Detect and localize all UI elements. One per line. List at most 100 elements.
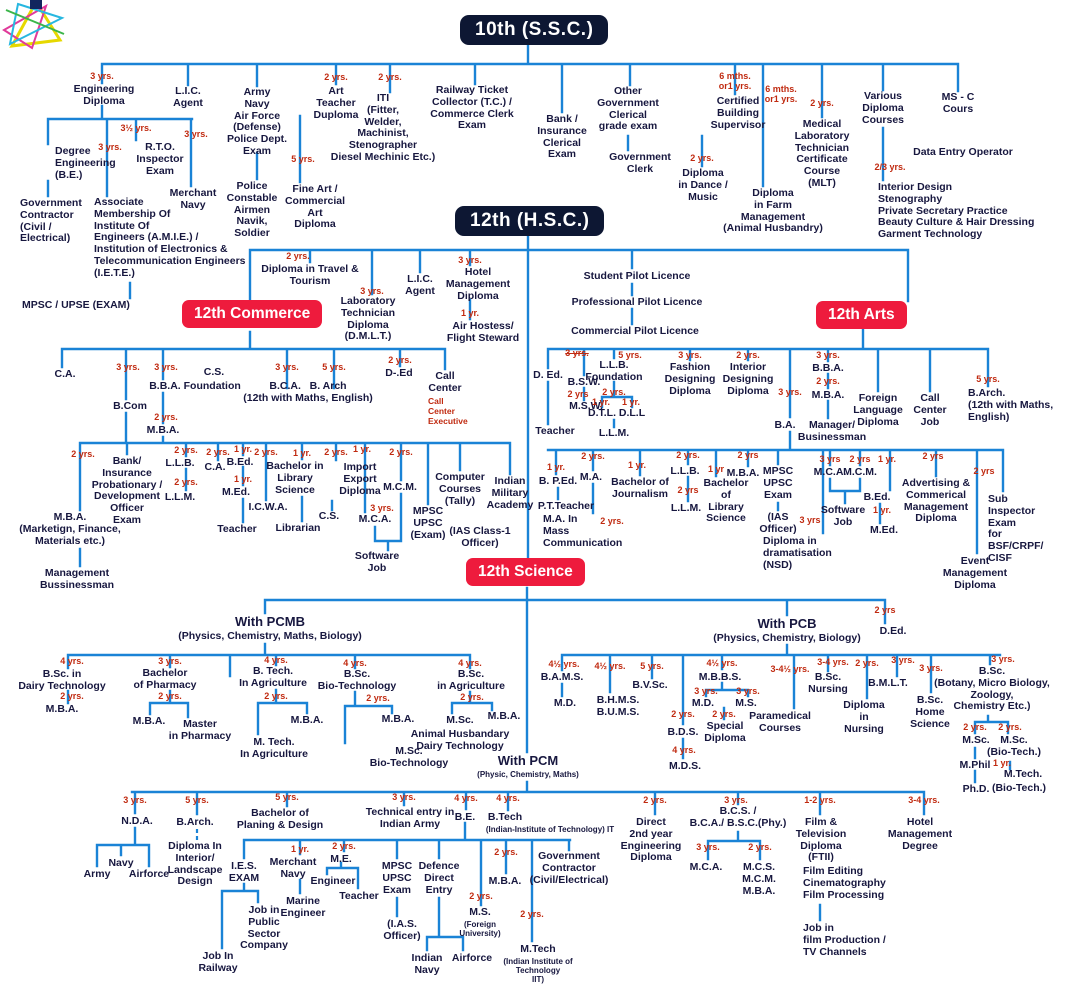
yr-lib-sci-commerce: 1 yr.: [292, 448, 312, 458]
yr-bped: 1 yr.: [546, 462, 566, 472]
llb-foundation: L.L.B. Foundation: [585, 359, 643, 383]
software-job-arts: Software Job: [820, 504, 866, 528]
government-contractor-2: Government Contractor (Civil/Electrical): [529, 850, 609, 886]
yr-building-supervisor: 6 mths. or1 yrs.: [718, 71, 752, 91]
yr-bsw: 3 yrs.: [565, 348, 589, 358]
yr-agriculture-2: 2 yrs.: [460, 692, 484, 702]
yr-nursing: 3-4 yrs.: [817, 657, 849, 667]
yr-bmlt: 3 yrs.: [891, 655, 915, 665]
bds: B.D.S.: [667, 726, 699, 738]
yr-llb-foundation: 5 yrs.: [618, 350, 642, 360]
indian-navy: Indian Navy: [411, 952, 443, 976]
yr-pharmacy-2: 2 yrs.: [158, 691, 182, 701]
bachelor-of-pharmacy: Bachelor of Pharmacy: [133, 667, 197, 691]
yr-mcm-commerce: 2 yrs.: [389, 447, 413, 457]
technical-entry-army: Technical entry in Indian Army: [365, 806, 455, 830]
air-hostess: Air Hostess/ Flight Steward: [446, 320, 520, 344]
yr-mass-comm: 2 yrs.: [600, 516, 624, 526]
railway-ticket-collector: Railway Ticket Collector (T.C.) / Commer…: [430, 84, 514, 132]
ms-foreign-caption: (Foreign University): [459, 920, 501, 939]
bsc-botany: B.Sc. (Botany, Micro Biology, Zoology, C…: [934, 665, 1050, 713]
yr-btech-agri-2: 2 yrs.: [264, 691, 288, 701]
d-ed-arts: D. Ed.: [533, 369, 563, 381]
yr-icwa: 2 yrs.: [254, 447, 278, 457]
merchant-navy-2: Merchant Navy: [269, 856, 317, 880]
yr-planing-design: 5 yrs.: [275, 792, 299, 802]
with-pcm: With PCM: [497, 753, 559, 768]
travel-tourism: Diploma in Travel & Tourism: [261, 263, 359, 287]
msc-biotech-2: M.Sc. (Bio-Tech.): [986, 734, 1042, 758]
yr-bba-found: 3 yrs.: [154, 362, 178, 372]
yr-dance: 2 yrs.: [690, 153, 714, 163]
yr-bed-commerce: 1 yr.: [233, 444, 253, 454]
yr-mbbs: 4½ yrs.: [706, 658, 738, 668]
med-commerce: M.Ed.: [222, 486, 250, 498]
advertising-management-diploma: Advertising & Commerical Management Dipl…: [901, 477, 971, 525]
med-arts: M.Ed.: [870, 524, 898, 536]
yr-llb-commerce: 2 yrs.: [174, 445, 198, 455]
yr-ms: 3 yrs.: [736, 686, 760, 696]
yr-mtech-biotech: 1 yr.: [992, 758, 1012, 768]
mba-agriculture-2: M.B.A.: [487, 710, 521, 722]
yr-nsd: 3 yrs: [799, 515, 821, 525]
yr-llm-commerce: 2 yrs.: [174, 477, 198, 487]
mtech-iit-caption: (Indian Institute of Technology IIT): [503, 957, 573, 985]
yr-bba-arts: 3 yrs.: [816, 350, 840, 360]
yr-mba-commerce: 2 yrs.: [154, 412, 178, 422]
yr-bcs: 3 yrs.: [724, 795, 748, 805]
yr-merchant-navy-1: 3 yrs.: [184, 129, 208, 139]
yr-advertising: 2 yrs: [922, 451, 944, 461]
airforce-pcm: Airforce: [451, 952, 493, 964]
yr-rto: 3½ yrs.: [120, 123, 152, 133]
yr-import-export: 2 yrs.: [324, 447, 348, 457]
yr-engineering: 3 yrs.: [90, 71, 114, 81]
d-ed-commerce: D-.Ed: [385, 367, 413, 379]
mpsc-upsc-pcm: MPSC UPSC Exam: [381, 860, 413, 896]
mba-commerce: M.B.A.: [146, 424, 180, 436]
yr-mba-pcm: 2 yrs.: [494, 847, 518, 857]
bsc-in-agriculture: B.Sc. in Agriculture: [437, 668, 505, 692]
bba-arts: B.B.A.: [812, 362, 844, 374]
with-pcb-subjects: (Physics, Chemistry, Biology): [713, 632, 861, 644]
yr-mds: 4 yrs.: [672, 745, 696, 755]
institute-logo-icon: [2, 0, 65, 50]
defence-direct-entry: Defence Direct Entry: [418, 860, 460, 896]
llm-commerce: L.L.M.: [164, 491, 196, 503]
yr-barch-pcm: 5 yrs.: [185, 795, 209, 805]
yr-mca-commerce-top: 1 yr.: [352, 444, 372, 454]
bsc-dairy-technology: B.Sc. in Dairy Technology: [18, 668, 106, 692]
mphil: M.Phil: [959, 759, 991, 771]
bed-arts: B.Ed.: [863, 491, 891, 503]
yr-be: 4 yrs.: [454, 793, 478, 803]
ba: B.A.: [774, 419, 796, 431]
yr-mba-arts-2: 2 yrs: [737, 450, 759, 460]
d-ed-science: D.Ed.: [879, 625, 907, 637]
mcm-commerce: M.C.M.: [383, 481, 417, 493]
yr-llm-arts: 2 yrs: [677, 485, 699, 495]
interior-designing-diploma: Interior Designing Diploma: [722, 361, 774, 397]
ms-c-courses: MS - C Cours: [941, 91, 975, 115]
solid-connectors: [46, 44, 1012, 952]
bca-barch: B.C.A. B. Arch (12th with Maths, English…: [243, 380, 373, 404]
yr-farm: 6 mths. or1 yrs.: [764, 84, 798, 104]
mca-arts: M.C.A.: [813, 466, 847, 478]
yr-sub-inspector: 2 yrs: [973, 466, 995, 476]
indian-military-academy: Indian Military Academy: [486, 475, 534, 511]
yr-ma: 2 yrs.: [581, 451, 605, 461]
bped: B. P.Ed.: [538, 475, 578, 487]
mba-arts-2: M.B.A.: [726, 467, 760, 479]
mtech-pcm: M.Tech: [520, 943, 556, 955]
bachelor-library-science-commerce: Bachelor in Library Science: [266, 460, 324, 496]
fine-art-diploma: Fine Art / Commercial Art Diploma: [284, 183, 346, 231]
film-television-diploma: Film & Television Diploma (FTII): [795, 816, 847, 864]
degree-engineering: Degree Engineering (B.E.): [55, 145, 116, 181]
yr-med-commerce: 1 yr.: [233, 474, 253, 484]
yr-bsc-botany: 3 yrs.: [991, 654, 1015, 664]
ies-exam: I.E.S. EXAM: [228, 860, 260, 884]
data-entry-operator: Data Entry Operator: [913, 146, 1013, 158]
call-center-job: Call Center Job: [913, 392, 947, 428]
yr-ba: 3 yrs.: [778, 387, 802, 397]
be: B.E.: [454, 811, 476, 823]
phd-biotech: (Bio-Tech.): [991, 782, 1047, 794]
yr-technical-entry: 3 yrs.: [392, 792, 416, 802]
